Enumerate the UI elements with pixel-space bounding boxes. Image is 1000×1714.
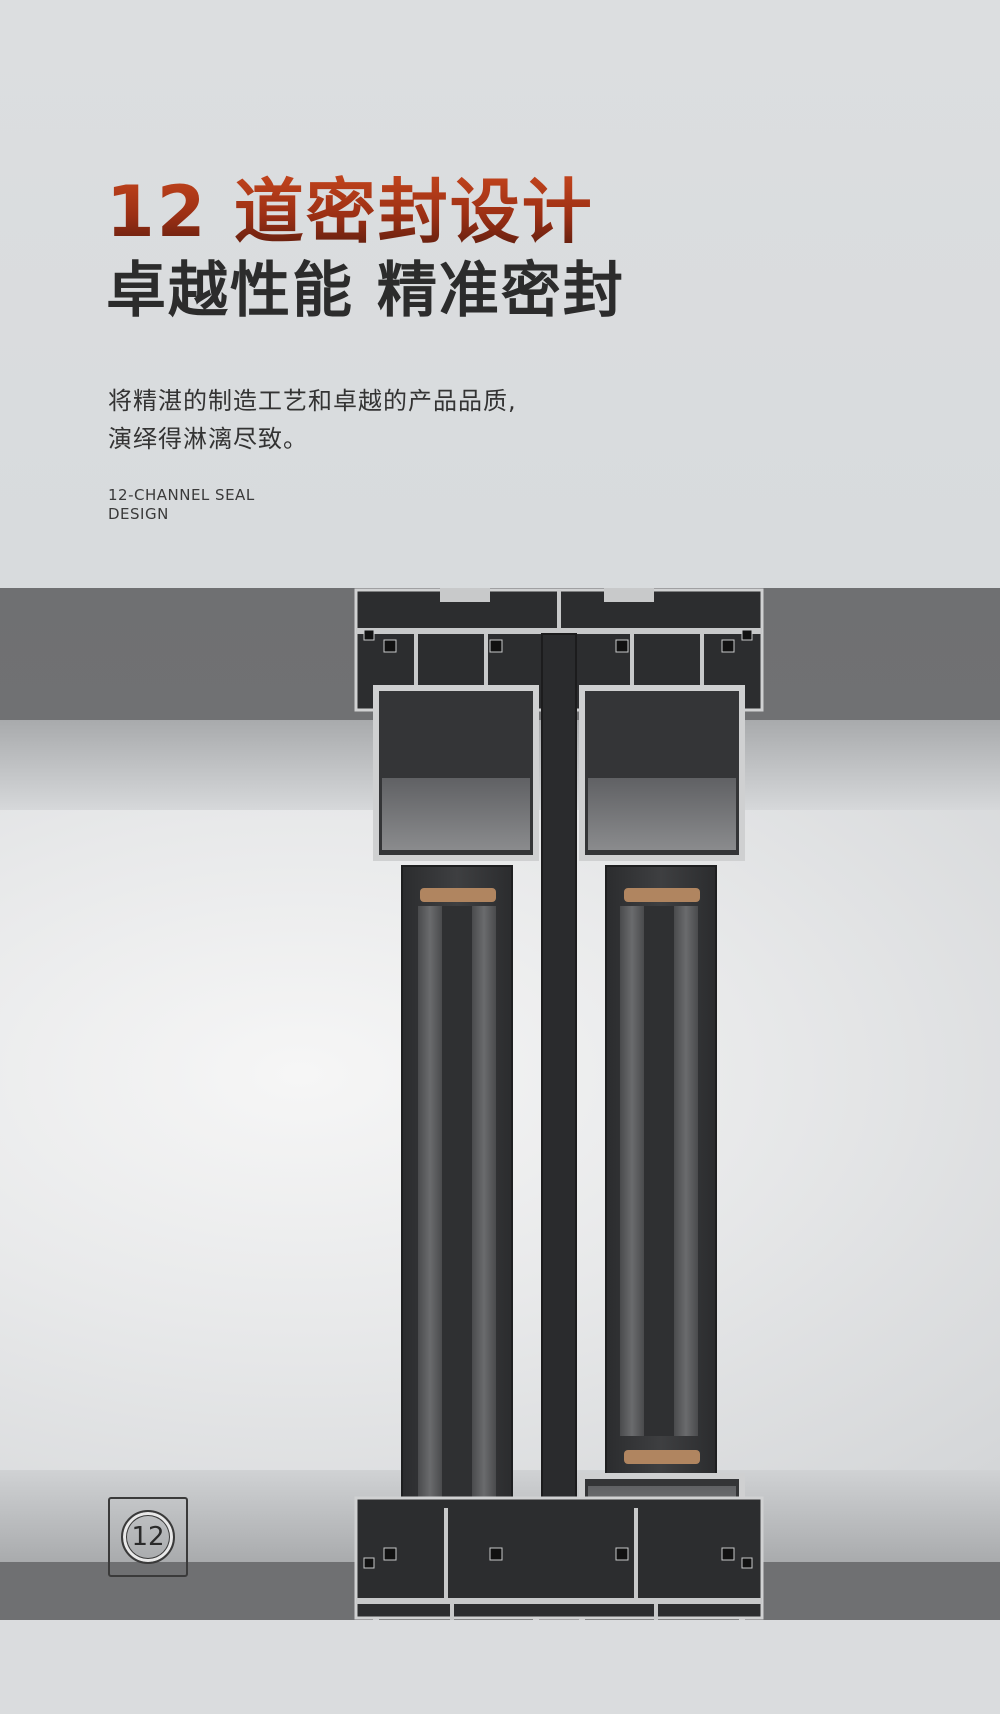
bottom-frame <box>354 1496 764 1620</box>
english-caption-line-2: DESIGN <box>108 505 169 523</box>
headline-title: 12 道密封设计 <box>106 171 594 253</box>
right-sash-upper <box>579 685 745 861</box>
description-line-2: 演绎得淋漓尽致。 <box>108 425 308 453</box>
center-mullion <box>541 633 577 1525</box>
badge-ring-icon <box>121 1510 175 1564</box>
headline-subtitle: 卓越性能 精准密封 <box>106 256 625 326</box>
window-profile-cross-section <box>354 588 764 1620</box>
left-glass-unit <box>401 865 513 1557</box>
left-sash-upper <box>373 685 539 861</box>
seal-gaskets <box>363 629 753 1569</box>
description-text: 将精湛的制造工艺和卓越的产品品质, 演绎得淋漓尽致。 <box>108 382 668 458</box>
english-caption-line-1: 12-CHANNEL SEAL <box>108 486 255 504</box>
description-line-1: 将精湛的制造工艺和卓越的产品品质, <box>108 387 517 415</box>
badge-number: 12 <box>131 1522 165 1552</box>
wall-band-base <box>0 1620 1000 1714</box>
right-glass-unit <box>605 865 717 1477</box>
seal-count-badge: 12 <box>108 1497 188 1577</box>
english-caption: 12-CHANNEL SEAL DESIGN <box>108 486 308 524</box>
